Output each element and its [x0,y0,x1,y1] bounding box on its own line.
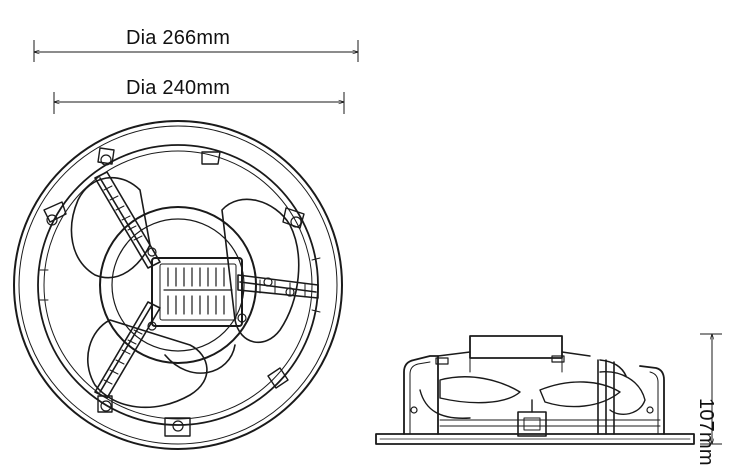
connector [517,411,547,437]
outer-diameter-label: Dia 266mm [126,27,231,49]
inner-diameter-label: Dia 240mm [126,77,231,99]
motor-vents [163,267,233,315]
outer-rim [13,120,343,450]
height-label: 107mm [695,398,717,466]
motor-cap [469,335,563,359]
screws [46,154,302,432]
housing [403,355,439,435]
hub-inner [111,218,245,352]
dimension-outer-line [34,40,358,62]
outer-rim-inner [18,125,338,445]
rim-clips [43,147,305,437]
motor-box [151,257,243,327]
side-view [375,335,695,445]
frame-ring [37,144,319,426]
side-blades [419,371,646,419]
hub-outer [99,206,257,364]
front-view [13,120,343,450]
base-flange [375,433,695,445]
dimension-inner-line [54,92,344,114]
dimension-height-line [700,334,722,444]
